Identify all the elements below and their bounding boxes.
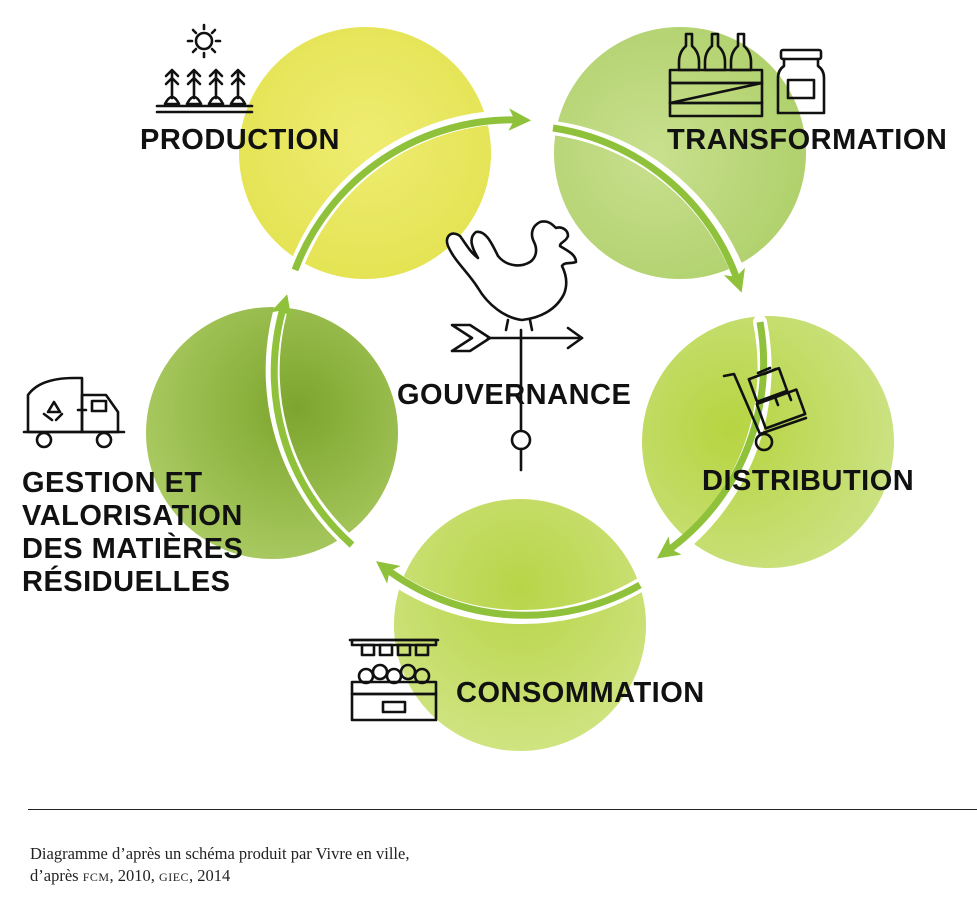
consommation-circle — [394, 499, 646, 751]
gestion-label-line-2: VALORISATION — [22, 500, 243, 532]
arrow-transformation-to-distribution — [552, 124, 745, 293]
consommation-label: CONSOMMATION — [456, 677, 705, 709]
caption-suffix: , 2014 — [189, 866, 231, 885]
distribution-label: DISTRIBUTION — [702, 465, 914, 497]
caption-divider — [28, 809, 977, 810]
cycle-arrows — [265, 108, 772, 625]
transformation-label: TRANSFORMATION — [667, 124, 947, 156]
recycling-truck-icon — [22, 376, 126, 449]
transformation-circle — [554, 27, 806, 279]
caption-fcm: FCM — [82, 866, 110, 885]
caption-line-2: d’après FCM, 2010, GIEC, 2014 — [30, 865, 730, 887]
arrow-distribution-to-consommation — [656, 321, 768, 559]
production-label: PRODUCTION — [140, 124, 340, 156]
distribution-circle — [642, 316, 894, 568]
arrow-gestion-to-production — [270, 294, 355, 548]
caption-prefix: d’après — [30, 866, 83, 885]
gestion-label-line-1: GESTION ET — [22, 467, 203, 499]
gouvernance-label: GOUVERNANCE — [397, 379, 631, 411]
gestion-label-line-3: DES MATIÈRES — [22, 531, 243, 565]
seedlings-sun-icon — [155, 23, 254, 114]
gestion-circle — [146, 307, 398, 559]
caption-giec: GIEC — [159, 866, 190, 885]
production-circle — [239, 27, 491, 279]
market-stall-icon — [348, 638, 440, 722]
caption-line-1: Diagramme d’après un schéma produit par … — [30, 844, 410, 863]
hand-truck-boxes-icon — [722, 366, 808, 452]
caption-mid: , 2010, — [109, 866, 160, 885]
gestion-label-line-4: RÉSIDUELLES — [22, 564, 231, 598]
rooster-weathervane-icon — [445, 220, 584, 472]
arrow-consommation-to-gestion — [376, 561, 642, 619]
diagram-caption: Diagramme d’après un schéma produit par … — [30, 843, 730, 887]
arrow-production-to-transformation — [291, 108, 532, 272]
bottles-jar-icon — [668, 32, 826, 118]
